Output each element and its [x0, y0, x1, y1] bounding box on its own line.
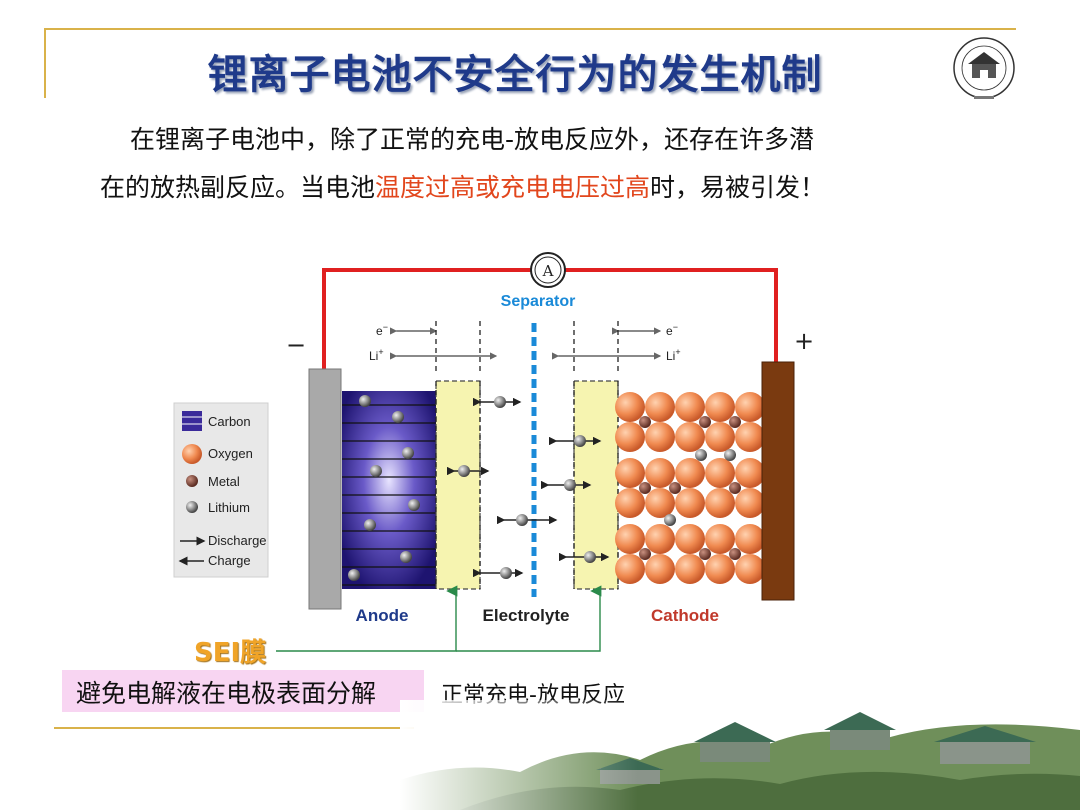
legend-oxygen: Oxygen	[208, 446, 253, 461]
campus-panorama-image	[400, 700, 1080, 810]
intro-line-1: 在锂离子电池中，除了正常的充电-放电反应外，还存在许多潜	[130, 125, 815, 154]
legend-discharge: Discharge	[208, 533, 267, 548]
frame-left-line	[44, 28, 46, 98]
intro-line-2-a: 在的放热副反应。当电池	[100, 173, 376, 202]
bottom-accent-line	[54, 727, 414, 729]
migrating-ions	[447, 396, 610, 579]
sei-film-anode	[435, 380, 481, 590]
anode-collector	[308, 368, 342, 610]
legend-box	[173, 402, 269, 578]
anode-lithium-ions	[348, 395, 420, 581]
legend-metal-swatch	[186, 475, 198, 487]
ammeter-label: A	[542, 262, 554, 280]
legend-lithium: Lithium	[208, 500, 250, 515]
sei-pointer-line-right	[456, 585, 602, 652]
plus-sign: +	[794, 327, 814, 355]
legend-metal: Metal	[208, 474, 240, 489]
legend-carbon-swatch	[182, 411, 202, 431]
sei-note-box	[62, 670, 424, 712]
intro-highlight: 温度过高或充电电压过高	[375, 173, 651, 202]
electrolyte-label: Electrolyte	[483, 606, 570, 625]
electron-label-left: e−	[376, 322, 388, 338]
frame-top-line	[44, 28, 1016, 30]
cathode-lattice	[615, 392, 765, 584]
sei-note: 避免电解液在电极表面分解	[76, 679, 377, 708]
university-seal-logo	[953, 37, 1015, 99]
minus-sign: −	[286, 331, 306, 359]
battery-diagram: A Separator − + e− Li+ e− Li+	[173, 252, 814, 652]
intro-paragraph: 在锂离子电池中，除了正常的充电-放电反应外，还存在许多潜 在的放热副反应。当电池…	[100, 116, 980, 212]
slide-title: 锂离子电池不安全行为的发生机制	[207, 52, 823, 98]
anode-label: Anode	[356, 606, 409, 625]
legend-carbon: Carbon	[208, 414, 251, 429]
legend-oxygen-swatch	[182, 444, 202, 464]
carbon-layers	[342, 404, 436, 586]
legend-lithium-swatch	[186, 501, 198, 513]
sei-film-label: SEI膜	[194, 638, 267, 668]
cathode-label: Cathode	[651, 606, 719, 625]
legend-charge: Charge	[208, 553, 251, 568]
lithium-label-left: Li+	[369, 347, 384, 363]
intro-line-2-b: 时，易被引发！	[650, 173, 826, 202]
ammeter-icon	[530, 252, 566, 288]
anode-carbon	[342, 391, 436, 589]
electron-label-right: e−	[666, 322, 678, 338]
lithium-label-right: Li+	[666, 347, 681, 363]
cathode-collector	[761, 361, 795, 601]
separator-label: Separator	[501, 293, 576, 310]
